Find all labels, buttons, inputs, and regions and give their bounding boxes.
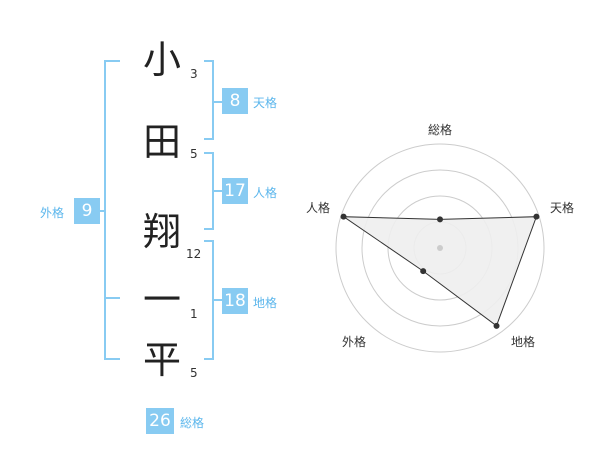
soukaku-label: 総格	[180, 416, 205, 430]
tenkaku-badge: 8	[222, 88, 248, 114]
radar-ring-3	[361, 169, 519, 327]
radar-axis-label-jinkaku: 人格	[306, 201, 331, 215]
chikaku-label: 地格	[253, 296, 278, 310]
kanji-char-3: 翔	[142, 210, 181, 254]
tenkaku-label: 天格	[253, 96, 278, 110]
kanji-char-1: 小	[142, 38, 181, 82]
chikaku-badge: 18	[222, 288, 248, 314]
gaikaku-badge: 9	[74, 198, 100, 224]
kanji-char-2: 田	[142, 120, 181, 164]
radar-axis-label-gaikaku: 外格	[342, 335, 367, 349]
stroke-count-2: 5	[190, 147, 198, 161]
radar-axis-label-soukaku: 総格	[428, 123, 453, 137]
jinkaku-label: 人格	[253, 186, 278, 200]
radar-point-3	[493, 322, 500, 329]
gaikaku-label: 外格	[40, 206, 65, 220]
stroke-count-5: 5	[190, 366, 198, 380]
radar-point-2	[533, 213, 540, 220]
kanji-char-4: 一	[142, 278, 181, 322]
radar-ring-4	[335, 143, 545, 353]
soukaku-badge: 26	[146, 408, 174, 434]
radar-center-dot	[437, 245, 443, 251]
radar-point-5	[340, 213, 347, 220]
radar-point-1	[437, 216, 443, 223]
radar-point-4	[420, 268, 427, 275]
stroke-count-1: 3	[190, 67, 198, 81]
radar-ring-1	[413, 221, 467, 275]
radar-ring-2	[387, 195, 493, 301]
radar-axis-label-chikaku: 地格	[511, 335, 536, 349]
radar-series-polygon	[341, 216, 538, 327]
stroke-count-3: 12	[186, 247, 202, 261]
jinkaku-badge: 17	[222, 178, 248, 204]
stroke-count-4: 1	[190, 307, 198, 321]
radar-axis-label-tenkaku: 天格	[550, 201, 575, 215]
kanji-char-5: 平	[142, 338, 181, 382]
